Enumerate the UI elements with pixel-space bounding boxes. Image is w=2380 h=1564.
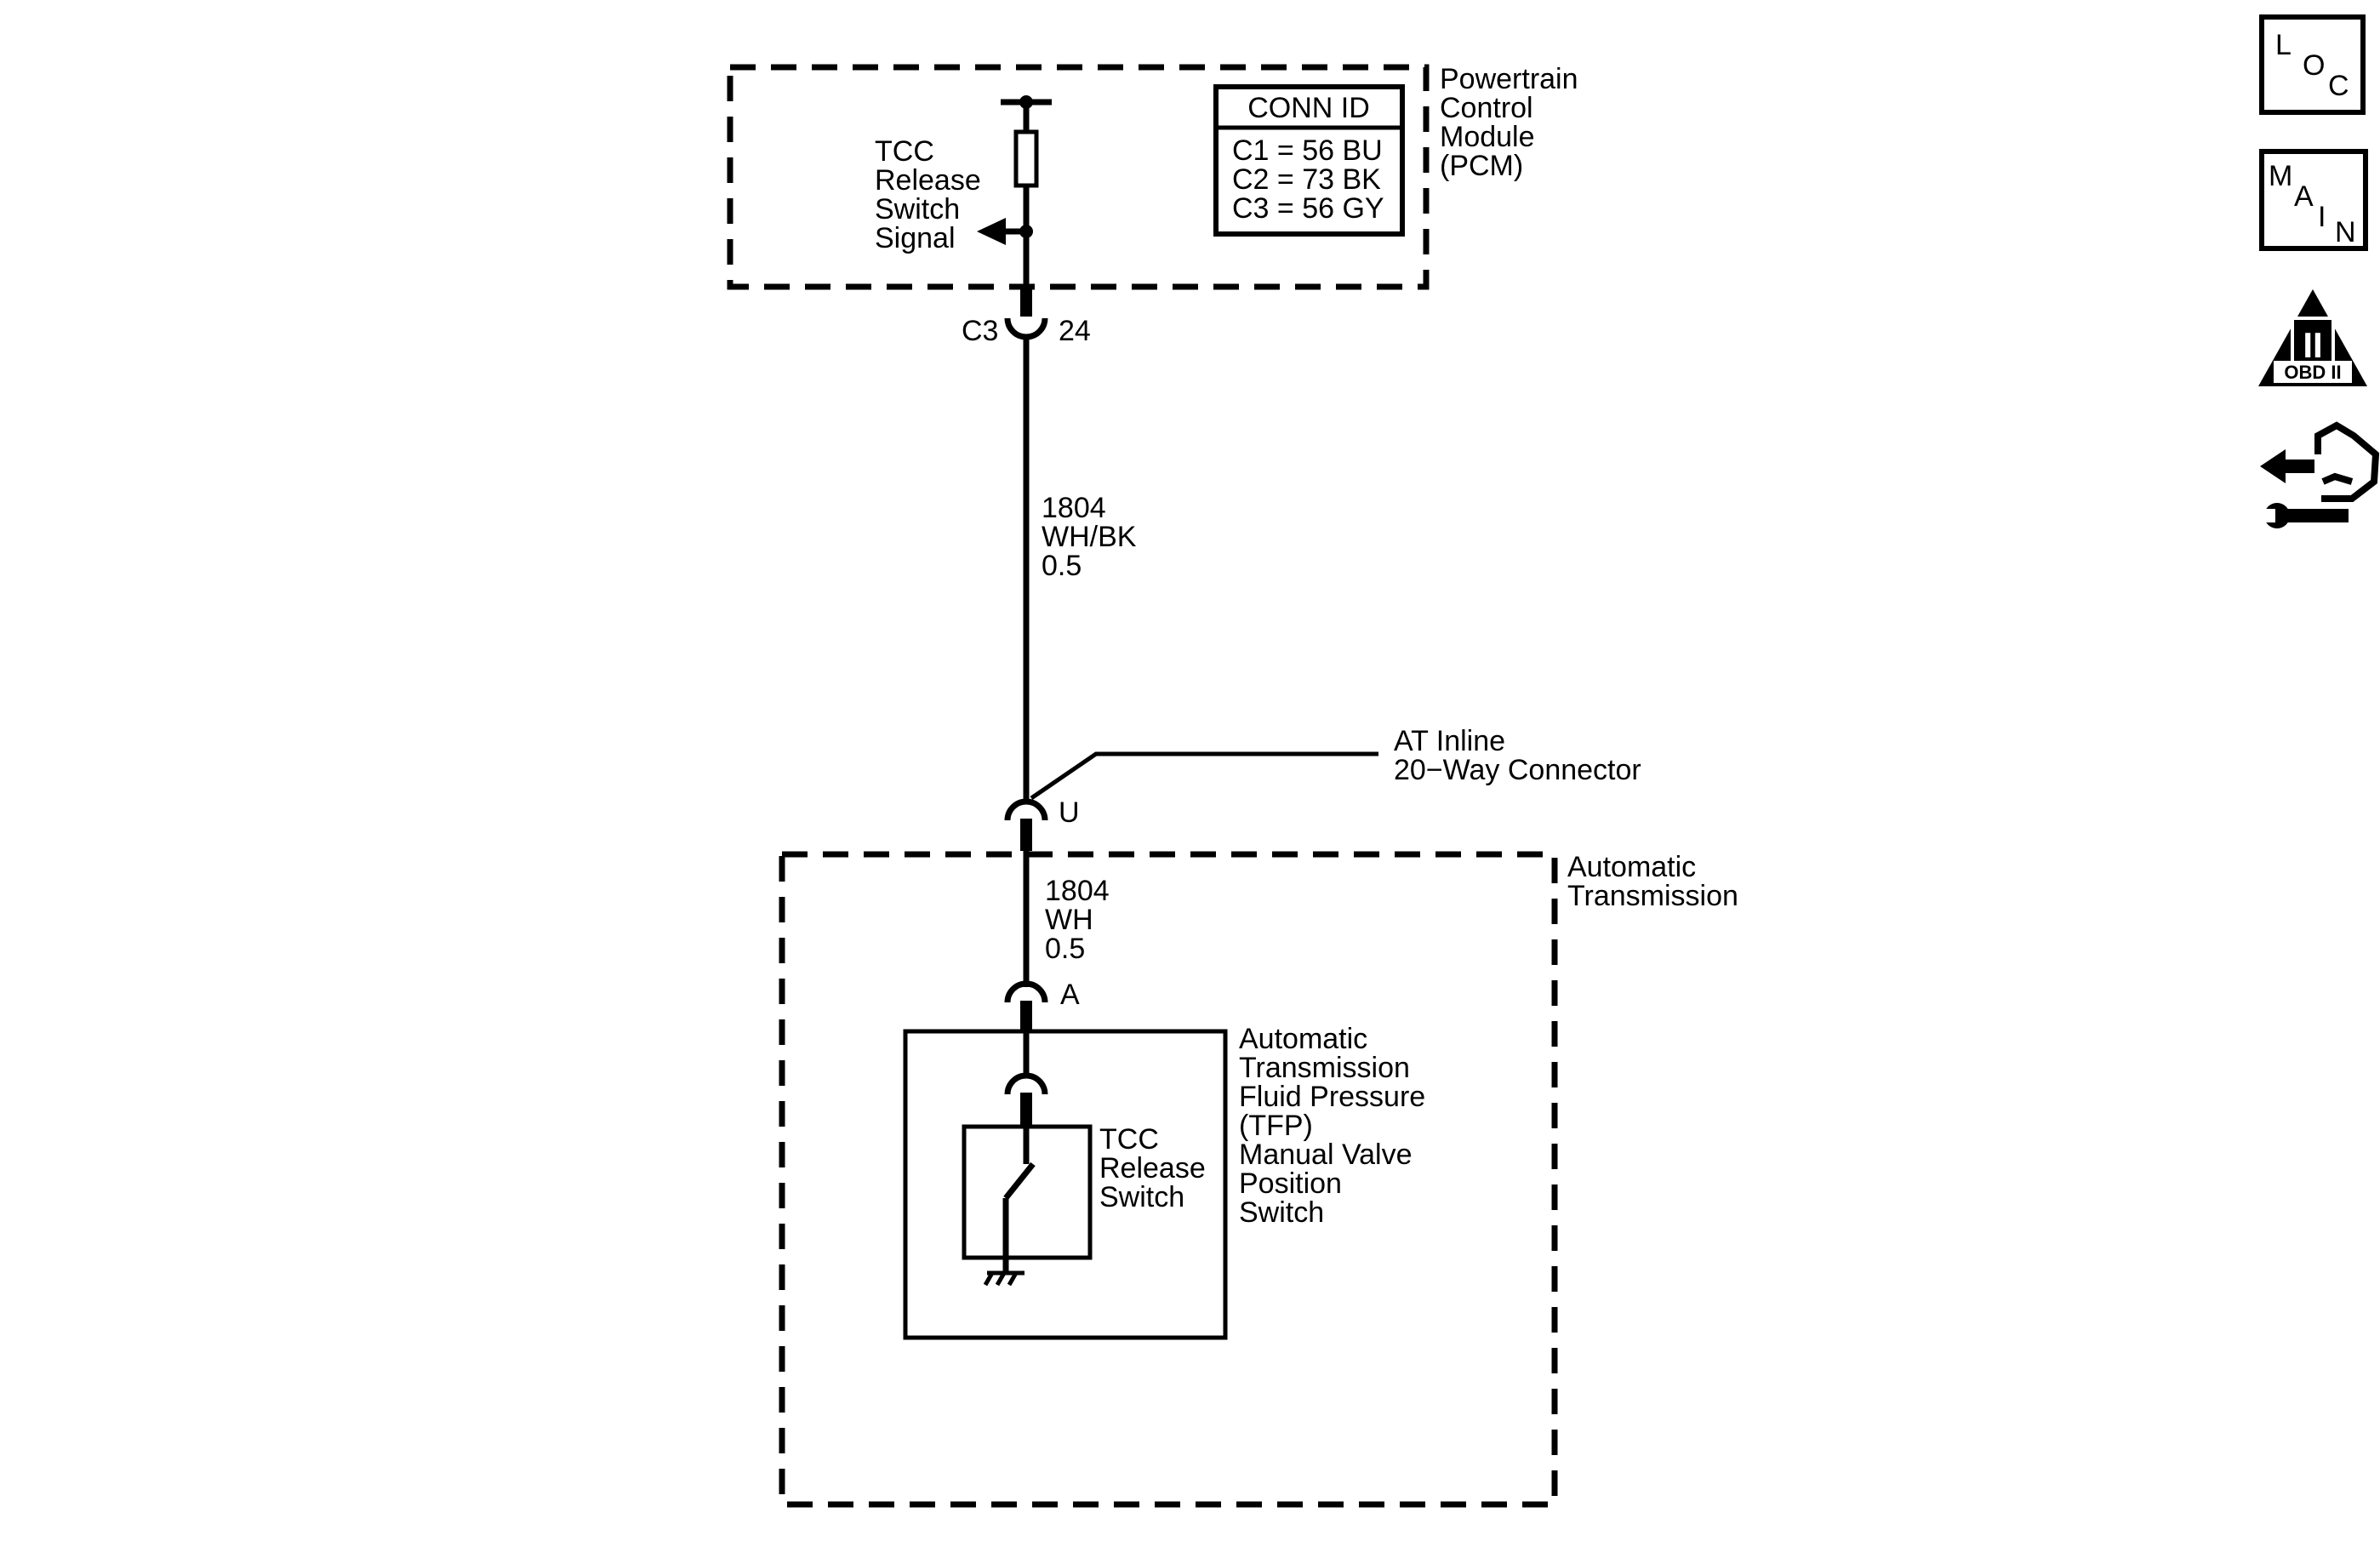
pcm-name: Powertrain Control Module (PCM) <box>1440 63 1586 182</box>
conn-id-row: C3 = 56 GY <box>1232 192 1384 225</box>
svg-text:I: I <box>2318 201 2326 233</box>
wire-upper-label: 1804 WH/BK 0.5 <box>1042 492 1144 582</box>
conn-id-frame <box>1213 84 1405 237</box>
inline-connector: AT Inline 20−Way Connector U <box>1004 725 1641 851</box>
tfp-switch-box <box>903 1029 1228 1340</box>
automatic-transmission: Automatic Transmission 1804 WH 0.5 A Aut… <box>779 851 1738 1508</box>
svg-text:A: A <box>2294 180 2314 213</box>
obd-ii-icon[interactable]: II OBD II <box>2258 289 2367 386</box>
connector-c3-pin: 24 <box>1059 315 1091 347</box>
switch-contact <box>1003 1162 1036 1201</box>
inline-connector-name: AT Inline 20−Way Connector <box>1394 725 1641 786</box>
connector-a-pin: A <box>1060 979 1080 1011</box>
conn-id-table: CONN ID C1 = 56 BU C2 = 73 BK C3 = 56 GY <box>1213 84 1405 237</box>
transmission-name: Automatic Transmission <box>1567 851 1738 912</box>
connector-c3-id: C3 <box>962 315 998 347</box>
svg-text:OBD II: OBD II <box>2284 362 2341 383</box>
connector-a-symbol <box>1004 980 1048 1003</box>
pcm-internal-circuit: TCC Release Switch Signal <box>875 95 1052 288</box>
conn-id-row: C1 = 56 BU <box>1232 134 1383 167</box>
ground-icon <box>983 1270 1024 1287</box>
connector-c3-symbol <box>1004 317 1048 340</box>
svg-text:L: L <box>2275 29 2292 61</box>
transmission-boundary <box>779 851 1558 1508</box>
loc-icon[interactable]: L O C <box>2259 14 2366 115</box>
inline-connector-leader <box>1030 751 1378 801</box>
svg-text:II: II <box>2303 325 2322 365</box>
wire-lower-label: 1804 WH 0.5 <box>1045 875 1117 965</box>
main-icon[interactable]: M A I N <box>2259 149 2368 251</box>
svg-text:O: O <box>2303 49 2325 82</box>
conn-id-header: CONN ID <box>1247 92 1370 124</box>
inline-connector-symbol <box>1004 798 1048 821</box>
pcm-boundary <box>727 64 1430 290</box>
conn-id-row: C2 = 73 BK <box>1232 163 1381 196</box>
connector-c3: C3 24 <box>962 288 1091 347</box>
inline-connector-pin: U <box>1059 796 1080 829</box>
navigation-arrows-icon[interactable] <box>2260 421 2380 528</box>
svg-text:C: C <box>2328 70 2349 102</box>
pcm-module: Powertrain Control Module (PCM) CONN ID … <box>727 63 1586 290</box>
svg-text:M: M <box>2269 160 2292 192</box>
tfp-switch-name: Automatic Transmission Fluid Pressure (T… <box>1239 1023 1434 1229</box>
signal-arrow-icon <box>977 218 1006 245</box>
internal-connector-symbol <box>1004 1072 1048 1095</box>
pull-up-resistor <box>1013 129 1039 188</box>
svg-text:N: N <box>2335 216 2356 248</box>
tcc-release-switch-signal-label: TCC Release Switch Signal <box>875 135 989 254</box>
side-navigation: L O C M A I N II OBD II <box>2258 14 2380 528</box>
tcc-release-switch-name: TCC Release Switch <box>1099 1123 1213 1213</box>
wire-1804-wh-bk: 1804 WH/BK 0.5 <box>1023 337 1144 803</box>
